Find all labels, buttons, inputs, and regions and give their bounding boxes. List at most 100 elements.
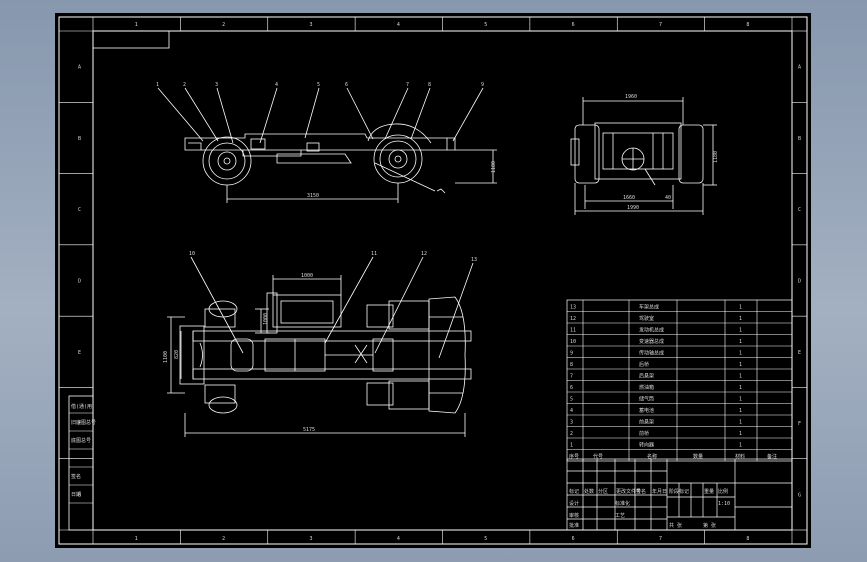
zone-label-right: G [798, 492, 801, 498]
zone-label-bottom: 6 [572, 536, 575, 542]
parts-row-name: 前桥 [639, 430, 649, 437]
front-wheel [202, 136, 252, 186]
zone-label-left: G [78, 492, 81, 498]
tb-cell: 分区 [598, 488, 608, 495]
dimension-track: 1660 [623, 195, 635, 201]
parts-row-qty: 1 [739, 397, 742, 403]
zone-label-right: B [798, 136, 801, 142]
parts-row-name: 变速器总成 [639, 338, 664, 345]
parts-row-qty: 1 [739, 431, 742, 437]
balloon-number: 7 [406, 82, 409, 88]
zone-label-right: F [798, 421, 801, 427]
zone-label-right: E [798, 350, 801, 356]
parts-row-qty: 1 [739, 305, 742, 311]
stamp-label: 底图总号 [71, 437, 91, 444]
zone-label-left: B [78, 136, 81, 142]
parts-row-number: 1 [570, 443, 573, 449]
parts-row-number: 12 [570, 316, 576, 322]
end-view[interactable] [570, 97, 717, 215]
zone-label-left: A [78, 65, 81, 71]
side-view-balloons: 1 2 3 4 5 6 7 8 9 3150 1180 [156, 82, 497, 199]
parts-row-qty: 1 [739, 420, 742, 426]
parts-row-qty: 1 [739, 328, 742, 334]
zone-label-top: 7 [659, 22, 662, 28]
zone-label-top: 3 [309, 22, 312, 28]
stamp-label: 签名 [71, 473, 81, 480]
zone-label-top: 8 [746, 22, 749, 28]
parts-row-qty: 1 [739, 351, 742, 357]
parts-row-name: 后桥 [639, 361, 649, 368]
parts-row-qty: 1 [739, 316, 742, 322]
tb-cell: 工艺 [615, 513, 625, 519]
parts-header-cell: 名称 [647, 453, 657, 460]
tb-cell: 阶段标记 [669, 488, 689, 495]
tb-cell: 共 张 [669, 522, 682, 529]
parts-row-name: 后悬架 [639, 373, 654, 380]
balloon-number: 5 [317, 82, 320, 88]
tb-cell: 标记 [569, 488, 579, 495]
zone-label-left: D [78, 279, 81, 285]
zone-label-bottom: 2 [222, 536, 225, 542]
parts-row-number: 6 [570, 385, 573, 391]
tb-cell: 设计 [569, 500, 579, 507]
zone-label-bottom: 1 [135, 536, 138, 542]
parts-row-qty: 1 [739, 385, 742, 391]
tb-cell: 标准化 [615, 500, 630, 507]
dimension-box: 1000 [301, 273, 313, 279]
zone-label-top: 4 [397, 22, 400, 28]
balloon-number: 4 [275, 82, 278, 88]
tb-cell: 签名 [636, 488, 646, 495]
parts-row-name: 燃油箱 [639, 384, 654, 391]
zone-label-right: A [798, 65, 801, 71]
parts-row-number: 10 [570, 339, 576, 345]
parts-header-cell: 材料 [735, 453, 745, 460]
dimension-width: 1990 [627, 205, 639, 211]
parts-row-number: 11 [570, 328, 576, 334]
corner-tag [92, 30, 170, 49]
plan-view[interactable] [167, 256, 474, 437]
parts-row-name: 驾驶室 [639, 315, 654, 322]
tb-cell: 第 张 [703, 522, 716, 529]
zone-label-left: F [78, 421, 81, 427]
side-view[interactable] [157, 87, 497, 203]
dimension-total-length: 5175 [303, 427, 315, 433]
parts-row-name: 传动轴总成 [639, 350, 664, 357]
dimension-inner: 820 [174, 350, 180, 359]
balloon-number: 6 [345, 82, 348, 88]
tb-cell: 批准 [569, 522, 579, 529]
zone-label-top: 5 [484, 22, 487, 28]
parts-row-number: 3 [570, 420, 573, 426]
parts-row-name: 发动机总成 [639, 327, 664, 334]
zone-label-bottom: 3 [309, 536, 312, 542]
parts-row-qty: 1 [739, 443, 742, 449]
title-block-text: 标记 处数 分区 更改文件号 签名 年月日 设计 标准化 审核 工艺 批准 阶段… [569, 488, 730, 529]
parts-row-name: 车架总成 [639, 304, 659, 311]
parts-row-name: 转向器 [639, 442, 654, 449]
balloon-number: 10 [189, 251, 195, 257]
parts-row-number: 2 [570, 431, 573, 437]
parts-header-cell: 序号 [569, 453, 579, 460]
parts-header-cell: 数量 [693, 453, 703, 460]
tb-cell: 更改文件号 [616, 488, 641, 495]
parts-row-number: 8 [570, 362, 573, 368]
zone-label-top: 1 [135, 22, 138, 28]
parts-row-name: 前悬架 [639, 419, 654, 426]
zone-label-right: C [798, 207, 801, 213]
tb-cell: 年月日 [652, 488, 667, 495]
parts-row-qty: 1 [739, 408, 742, 414]
zone-label-top: 2 [222, 22, 225, 28]
parts-row-qty: 1 [739, 362, 742, 368]
end-view-dimensions: 1960 1180 1660 1990 40 [623, 94, 719, 211]
stamp-label: 日期 [71, 492, 81, 498]
parts-row-number: 4 [570, 408, 573, 414]
parts-row-number: 13 [570, 305, 576, 311]
zone-label-right: D [798, 279, 801, 285]
tb-cell: 比例 [718, 488, 728, 495]
zone-label-bottom: 7 [659, 536, 662, 542]
parts-row-number: 9 [570, 351, 573, 357]
